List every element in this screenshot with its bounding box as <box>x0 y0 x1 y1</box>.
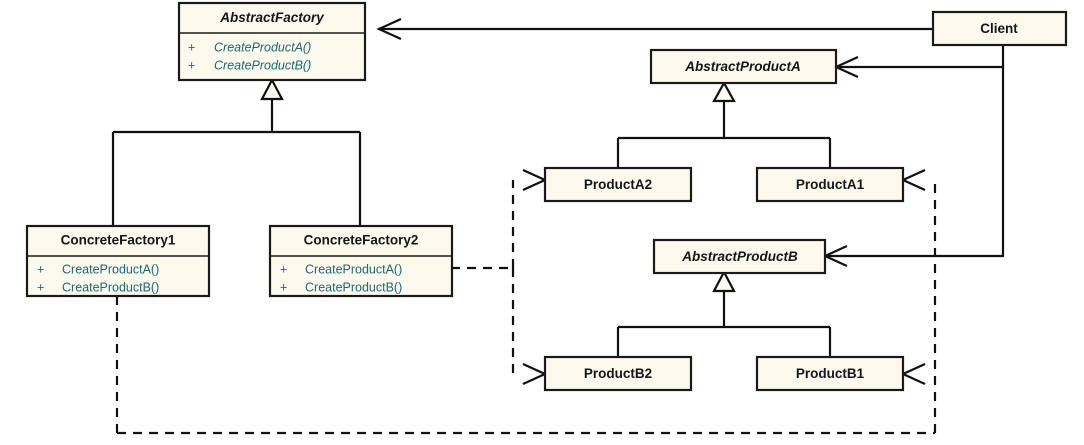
class-client[interactable]: Client <box>931 10 1068 47</box>
class-concretefactory1-member-0-visibility: + <box>37 262 44 276</box>
class-concretefactory2-member-0-visibility: + <box>280 262 287 276</box>
class-concretefactory2[interactable]: ConcreteFactory2 + CreateProductA() + Cr… <box>268 224 454 298</box>
class-concretefactory1-member-1-label: CreateProductB() <box>62 280 159 294</box>
edge-generalization-productb[interactable] <box>616 269 832 357</box>
class-abstractfactory-member-1-label: CreateProductB() <box>214 58 311 72</box>
edge-client-to-abstractproducta[interactable] <box>833 45 1005 79</box>
class-concretefactory1-title: ConcreteFactory1 <box>61 233 176 248</box>
class-productb1-title: ProductB1 <box>796 366 865 381</box>
class-abstractfactory-member-1-visibility: + <box>188 58 195 72</box>
edge-dependency-concretefactory2-products[interactable] <box>451 168 548 386</box>
class-concretefactory2-title: ConcreteFactory2 <box>304 233 419 248</box>
class-concretefactory1-member-1-visibility: + <box>37 280 44 294</box>
class-concretefactory1-member-0-label: CreateProductA() <box>62 262 159 276</box>
class-concretefactory2-member-1-label: CreateProductB() <box>305 280 402 294</box>
class-producta1-title: ProductA1 <box>796 177 865 192</box>
class-abstractfactory-member-0-label: CreateProductA() <box>214 40 311 54</box>
class-client-title: Client <box>980 21 1018 36</box>
class-abstractproductb-title: AbstractProductB <box>681 249 798 264</box>
class-producta2-title: ProductA2 <box>584 177 652 192</box>
class-productb1[interactable]: ProductB1 <box>755 355 905 392</box>
class-abstractfactory-title: AbstractFactory <box>219 10 325 25</box>
class-productb2[interactable]: ProductB2 <box>543 355 693 392</box>
edge-generalization-producta[interactable] <box>616 80 832 168</box>
class-abstractfactory[interactable]: AbstractFactory + CreateProductA() + Cre… <box>177 1 367 82</box>
class-concretefactory2-member-1-visibility: + <box>280 280 287 294</box>
class-concretefactory1[interactable]: ConcreteFactory1 + CreateProductA() + Cr… <box>25 224 211 298</box>
class-abstractproducta[interactable]: AbstractProductA <box>649 48 838 85</box>
class-abstractproducta-title: AbstractProductA <box>684 59 801 74</box>
edge-client-to-abstractfactory[interactable] <box>376 17 933 41</box>
class-producta1[interactable]: ProductA1 <box>755 166 905 203</box>
class-abstractfactory-member-0-visibility: + <box>188 40 195 54</box>
class-concretefactory2-member-0-label: CreateProductA() <box>305 262 402 276</box>
class-producta2[interactable]: ProductA2 <box>543 166 693 203</box>
class-abstractproductb[interactable]: AbstractProductB <box>652 238 827 275</box>
edge-generalization-concretefactories[interactable] <box>111 77 362 226</box>
edge-client-to-abstractproductb[interactable] <box>822 67 1005 268</box>
edge-dependency-concretefactory1-products[interactable] <box>115 168 937 435</box>
class-productb2-title: ProductB2 <box>584 366 652 381</box>
